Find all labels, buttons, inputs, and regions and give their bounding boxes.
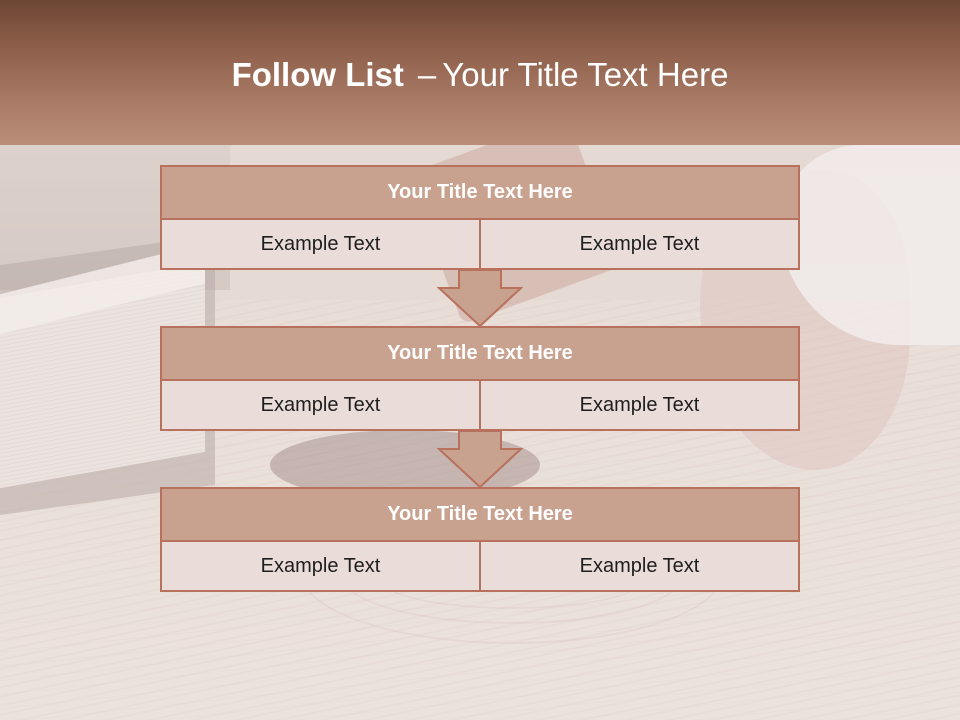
block-title: Your Title Text Here: [160, 165, 800, 220]
list-block-3: Your Title Text Here Example Text Exampl…: [160, 487, 800, 592]
block-cell-right: Example Text: [481, 381, 800, 431]
block-cell-right: Example Text: [481, 542, 800, 592]
block-cell-right: Example Text: [481, 220, 800, 270]
title-rest: Your Title Text Here: [442, 56, 729, 93]
block-title: Your Title Text Here: [160, 487, 800, 542]
block-row: Example Text Example Text: [160, 220, 800, 270]
title-main: Follow List: [231, 56, 404, 93]
block-cell-left: Example Text: [160, 542, 481, 592]
block-row: Example Text Example Text: [160, 381, 800, 431]
title-band: Follow List–Your Title Text Here: [0, 0, 960, 145]
down-arrow-icon: [437, 431, 523, 489]
title-dash: –: [417, 56, 437, 93]
list-block-2: Your Title Text Here Example Text Exampl…: [160, 326, 800, 431]
block-row: Example Text Example Text: [160, 542, 800, 592]
slide-title: Follow List–Your Title Text Here: [0, 55, 960, 95]
down-arrow-icon: [437, 270, 523, 328]
block-cell-left: Example Text: [160, 381, 481, 431]
block-cell-left: Example Text: [160, 220, 481, 270]
list-block-1: Your Title Text Here Example Text Exampl…: [160, 165, 800, 270]
block-title: Your Title Text Here: [160, 326, 800, 381]
